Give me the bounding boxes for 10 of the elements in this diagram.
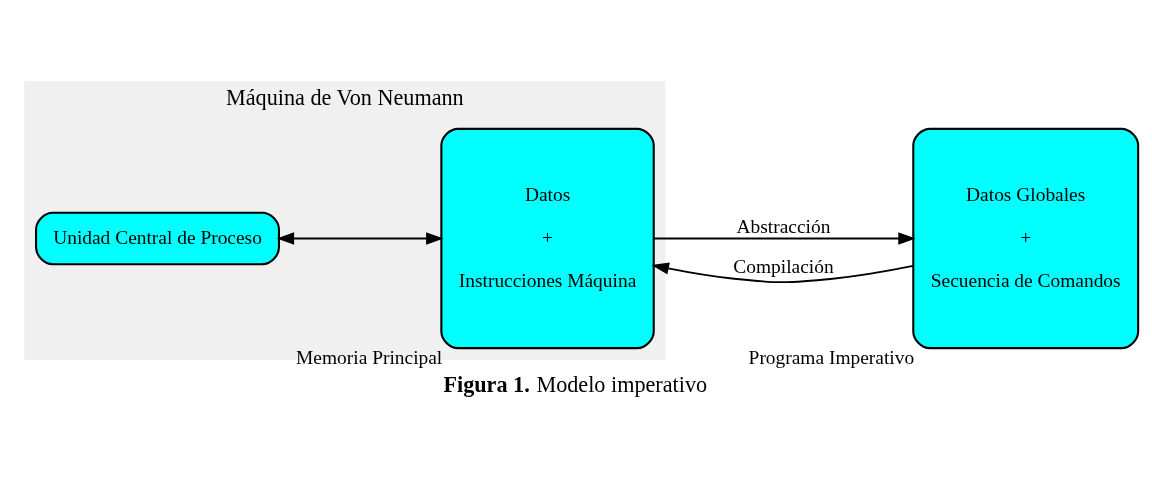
arrow [651, 262, 914, 284]
arrow [276, 232, 444, 245]
node-label: Programa Imperativo [748, 346, 915, 368]
edge-label: Compilación [733, 256, 834, 278]
node-box: Datos + Instrucciones Máquina [440, 127, 655, 350]
edge-label: Abstracción [736, 216, 831, 238]
arrow [652, 232, 916, 245]
node-box: Datos Globales + Secuencia de Comandos [912, 127, 1140, 350]
caption: Figura 1. Modelo imperativo [443, 372, 708, 398]
node-box: Unidad Central de Proceso [35, 211, 280, 266]
